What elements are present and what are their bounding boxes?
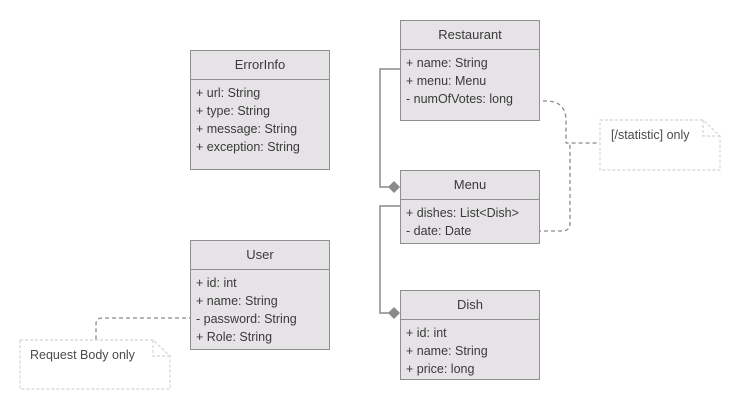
statistic-note-outline [599, 119, 721, 171]
user-attr-name: + name: String [196, 294, 278, 308]
errorinfo-attr-url: + url: String [196, 86, 261, 100]
dish-attr-id: + id: int [406, 326, 447, 340]
user-attr-id: + id: int [196, 276, 237, 290]
errorinfo-attr-message: + message: String [196, 122, 298, 136]
class-restaurant[interactable]: Restaurant + name: String + menu: Menu -… [400, 20, 540, 121]
errorinfo-attr-exception: + exception: String [196, 140, 300, 154]
request-body-note-fold [152, 340, 170, 357]
user-attr-role: + Role: String [196, 330, 273, 344]
class-restaurant-title: Restaurant [401, 21, 539, 50]
restaurant-attr-numofvotes: - numOfVotes: long [406, 92, 514, 106]
restaurant-attr-name: + name: String [406, 56, 488, 70]
restaurant-attr-menu: + menu: Menu [406, 74, 487, 88]
class-dish[interactable]: Dish + id: int + name: String + price: l… [400, 290, 540, 380]
statistic-note-link-top [522, 100, 600, 144]
user-attr-password: - password: String [196, 312, 297, 326]
dish-attr-name: + name: String [406, 344, 488, 358]
request-body-note-outline [19, 339, 171, 390]
restaurant-menu-diamond [388, 181, 400, 193]
menu-attr-dishes: + dishes: List<Dish> [406, 206, 519, 220]
class-user-title: User [191, 241, 329, 270]
menu-dish-diamond [388, 307, 400, 319]
dish-attr-price: + price: long [406, 362, 475, 376]
class-user[interactable]: User + id: int + name: String - password… [190, 240, 330, 350]
class-errorinfo[interactable]: ErrorInfo + url: String + type: String +… [190, 50, 330, 170]
class-menu[interactable]: Menu + dishes: List<Dish> - date: Date [400, 170, 540, 244]
note-request-body-text: Request Body only [30, 348, 135, 362]
menu-dish-connector [379, 205, 400, 314]
class-menu-title: Menu [401, 171, 539, 200]
menu-attr-date: - date: Date [406, 224, 472, 238]
statistic-note-link-bottom [495, 143, 571, 232]
errorinfo-attr-type: + type: String [196, 104, 270, 118]
class-errorinfo-title: ErrorInfo [191, 51, 329, 80]
restaurant-menu-connector [379, 68, 400, 188]
note-statistic-text: [/statistic] only [611, 128, 690, 142]
class-dish-title: Dish [401, 291, 539, 320]
statistic-note-fold [702, 120, 720, 137]
request-body-note-link [95, 317, 200, 340]
